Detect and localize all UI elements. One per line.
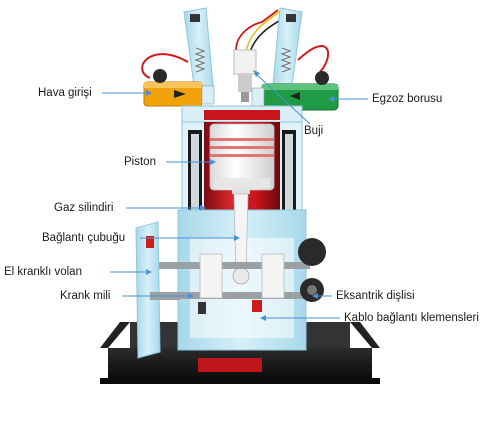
spark-plug: [233, 49, 257, 102]
crankshaft-part: [140, 253, 310, 314]
label-crankshaft: Krank mili: [60, 290, 111, 302]
label-exhaust-pipe: Egzoz borusu: [372, 93, 443, 105]
label-spark-plug: Buji: [304, 125, 324, 137]
piston-part: [209, 123, 275, 191]
frame-upper-posts: [183, 7, 303, 101]
connecting-rod-part: [232, 188, 250, 285]
intake-pipe: [143, 69, 215, 107]
label-gas-cylinder: Gaz silindiri: [54, 202, 114, 214]
label-eccentric-gear: Eksantrik dişlisi: [336, 290, 415, 302]
leader-lines: [102, 70, 368, 321]
label-piston: Piston: [124, 156, 156, 168]
exhaust-pipe-part: [251, 71, 339, 111]
cylinder-head: [181, 105, 303, 123]
warning-sticker: [198, 358, 262, 372]
label-cable-terminals: Kablo bağlantı klemensleri: [344, 312, 479, 324]
label-connecting-rod: Bağlantı çubuğu: [42, 232, 126, 244]
label-air-intake: Hava girişi: [38, 87, 92, 99]
label-hand-crank-flywheel: El kranklı volan: [4, 266, 82, 278]
